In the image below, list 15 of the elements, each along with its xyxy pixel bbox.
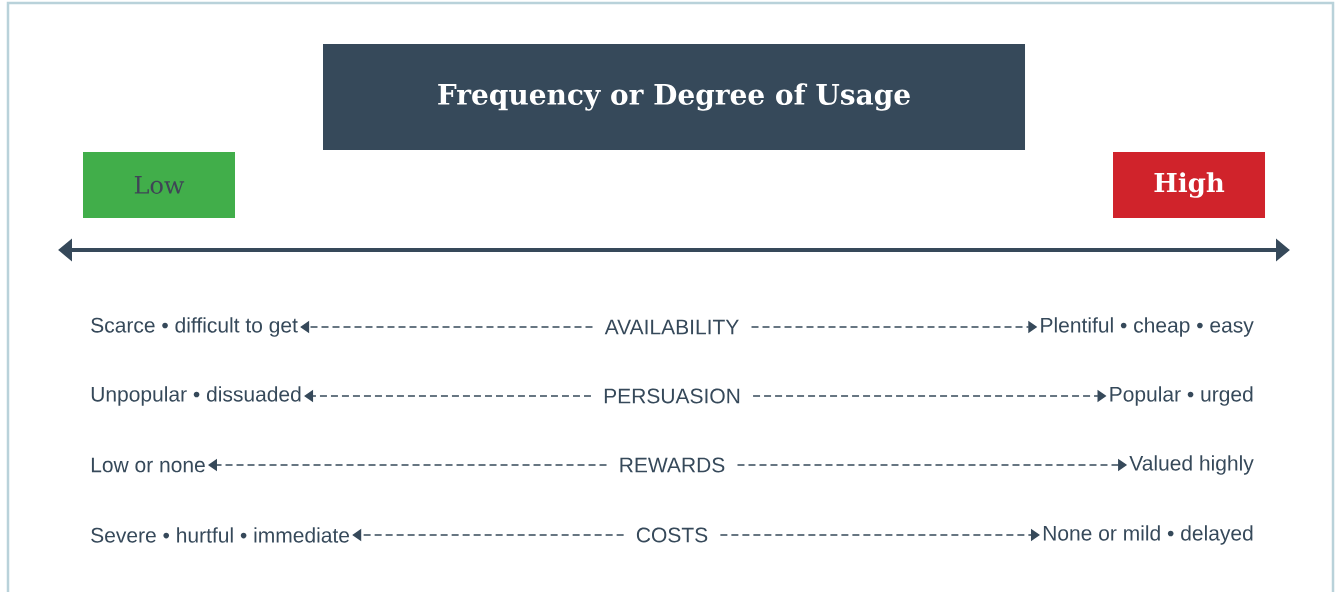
scale-label: Low or none	[91, 457, 205, 473]
title-box: Frequency or Degree of Usage	[323, 44, 1025, 150]
scale-label: Unpopular • dissuaded	[91, 386, 301, 406]
scale-label: Plentiful • cheap • easy	[1041, 317, 1254, 337]
low-box: Low	[83, 152, 235, 218]
scale-label: None or mild • delayed	[1043, 525, 1253, 545]
scale-label: Severe • hurtful • immediate	[91, 527, 350, 543]
high-box: High	[1113, 152, 1265, 218]
factor-label: REWARDS	[620, 457, 725, 473]
scale-label: Popular • urged	[1110, 386, 1253, 406]
scale-label: Valued highly	[1129, 455, 1254, 475]
factor-label: PERSUASION	[604, 388, 740, 404]
factor-label: AVAILABILITY	[604, 319, 739, 335]
scale-label: Scarce • difficult to get	[91, 317, 298, 337]
factor-label: COSTS	[636, 527, 708, 543]
